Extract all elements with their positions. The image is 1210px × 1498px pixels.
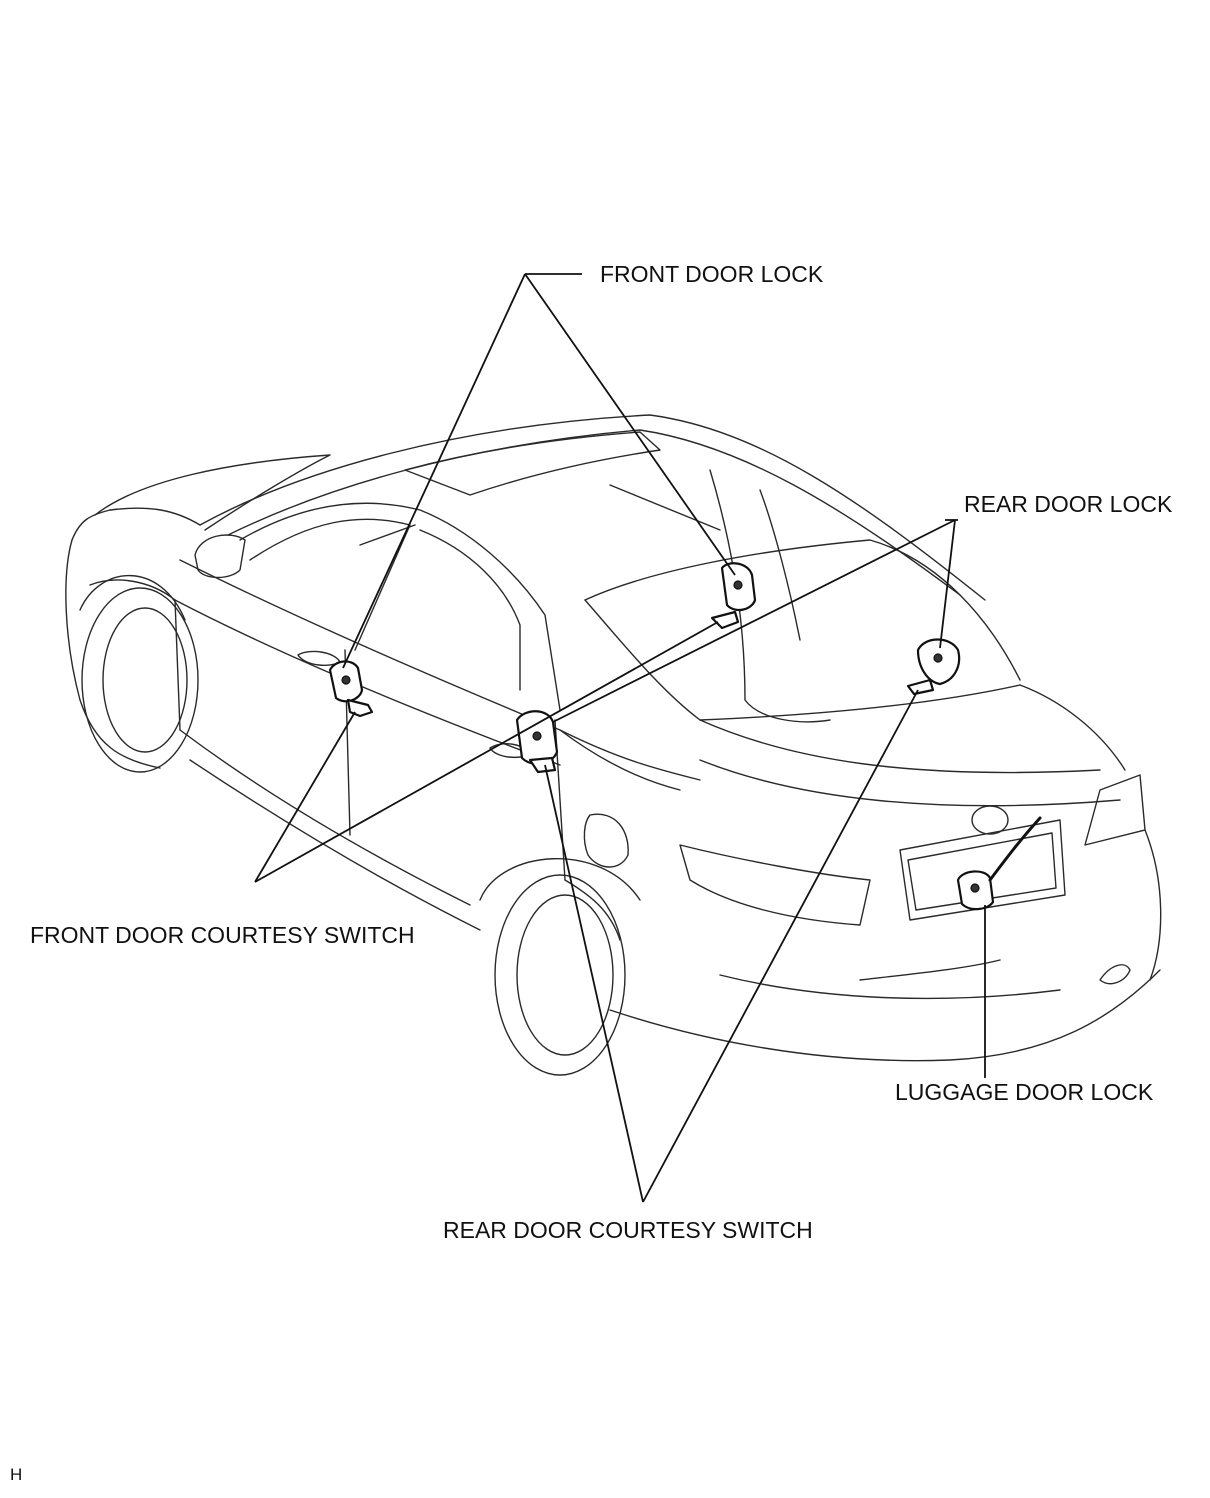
front-door-lock-leader-lines — [342, 273, 736, 669]
corner-mark: H — [10, 1465, 22, 1484]
rear-door-lock-left-part — [515, 710, 559, 774]
luggage-door-lock-part — [956, 816, 1042, 911]
luggage-door-lock-label: LUGGAGE DOOR LOCK — [895, 1079, 1154, 1105]
front-door-lock-label: FRONT DOOR LOCK — [600, 261, 824, 287]
front-door-courtesy-switch-label: FRONT DOOR COURTESY SWITCH — [30, 922, 415, 948]
car-outline-drawing — [65, 414, 1162, 1076]
rear-door-lock-right-part — [906, 638, 961, 696]
rear-door-courtesy-switch-label: REAR DOOR COURTESY SWITCH — [443, 1217, 813, 1243]
rear-door-courtesy-switch-leader-lines — [544, 689, 919, 1203]
front-door-lock-right-part — [710, 562, 757, 630]
front-door-courtesy-switch-leader-lines — [254, 621, 719, 883]
rear-door-lock-label: REAR DOOR LOCK — [964, 491, 1173, 517]
rear-door-lock-leader-lines — [552, 519, 958, 723]
